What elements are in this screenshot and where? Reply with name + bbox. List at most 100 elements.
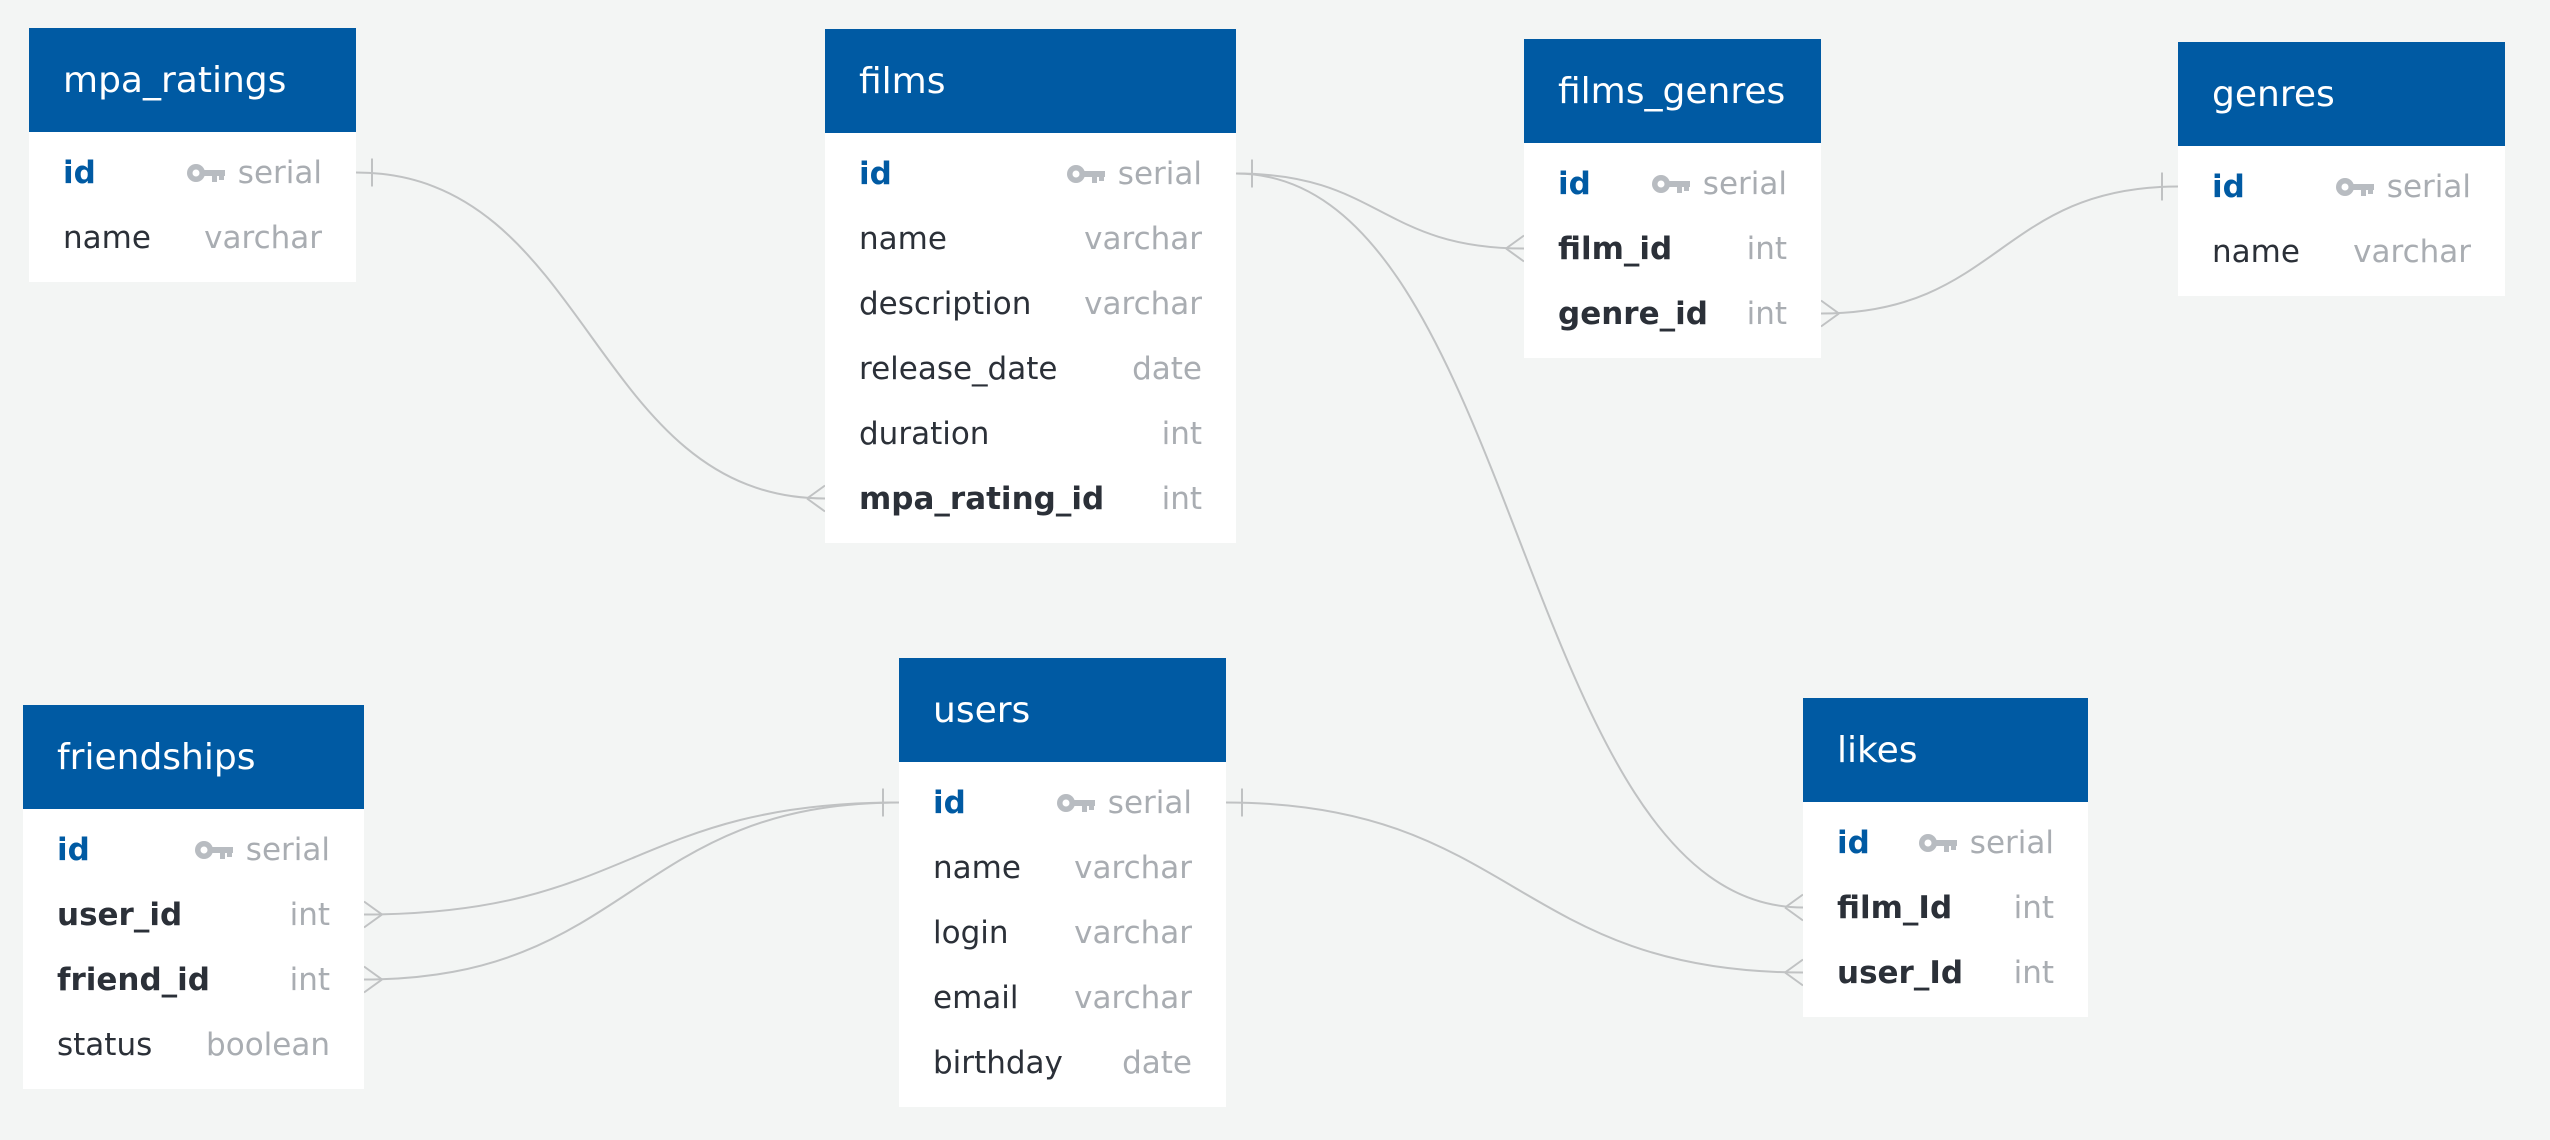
field-type: varchar	[2353, 233, 2471, 270]
field-type: int	[1746, 230, 1787, 267]
field-name: user_Id	[1837, 954, 1964, 991]
field-type: int	[289, 896, 330, 933]
field-type: serial	[1702, 165, 1787, 202]
field-row[interactable]: mpa_rating_id int	[825, 466, 1236, 531]
field-row[interactable]: name varchar	[29, 205, 356, 270]
relationship-connector	[1820, 172, 2179, 328]
field-type: serial	[237, 154, 322, 191]
field-name: id	[1558, 165, 1591, 202]
field-name: friend_id	[57, 961, 211, 998]
field-name: status	[57, 1026, 153, 1063]
field-type: varchar	[1074, 914, 1192, 951]
field-row[interactable]: login varchar	[899, 900, 1226, 965]
field-row[interactable]: user_id int	[23, 882, 364, 947]
table-users[interactable]: users id serial name varchar login varch…	[899, 658, 1226, 1107]
field-type: serial	[245, 831, 330, 868]
field-name: name	[859, 220, 947, 257]
relationship-connector	[1235, 159, 1804, 922]
table-friendships[interactable]: friendships id serial user_id int friend…	[23, 705, 364, 1089]
field-row[interactable]: film_id int	[1524, 216, 1821, 281]
table-likes[interactable]: likes id serial film_Id int user_Id int	[1803, 698, 2088, 1017]
field-name: film_Id	[1837, 889, 1953, 926]
field-row[interactable]: genre_id int	[1524, 281, 1821, 346]
field-type: date	[1122, 1044, 1192, 1081]
field-row[interactable]: release_date date	[825, 336, 1236, 401]
field-row[interactable]: name varchar	[899, 835, 1226, 900]
key-icon	[2335, 176, 2375, 198]
field-name: name	[933, 849, 1021, 886]
field-type: int	[1746, 295, 1787, 332]
field-name: description	[859, 285, 1032, 322]
field-type: date	[1132, 350, 1202, 387]
field-name: id	[57, 831, 90, 868]
field-name: id	[859, 155, 892, 192]
relationship-connector	[1235, 159, 1525, 263]
field-row[interactable]: id serial	[899, 770, 1226, 835]
field-name: genre_id	[1558, 295, 1708, 332]
table-title: users	[899, 658, 1226, 762]
field-row[interactable]: status boolean	[23, 1012, 364, 1077]
field-row[interactable]: email varchar	[899, 965, 1226, 1030]
field-name: id	[1837, 824, 1870, 861]
relationship-connector	[355, 158, 826, 513]
field-type: int	[289, 961, 330, 998]
table-films-genres[interactable]: films_genres id serial film_id int genre…	[1524, 39, 1821, 358]
field-type: varchar	[1074, 849, 1192, 886]
field-row[interactable]: id serial	[29, 140, 356, 205]
table-title: friendships	[23, 705, 364, 809]
field-row[interactable]: id serial	[23, 817, 364, 882]
field-name: duration	[859, 415, 990, 452]
field-row[interactable]: name varchar	[825, 206, 1236, 271]
field-row[interactable]: description varchar	[825, 271, 1236, 336]
table-genres[interactable]: genres id serial name varchar	[2178, 42, 2505, 296]
table-films[interactable]: films id serial name varchar description…	[825, 29, 1236, 543]
field-row[interactable]: friend_id int	[23, 947, 364, 1012]
key-icon	[1066, 163, 1106, 185]
field-row[interactable]: id serial	[2178, 154, 2505, 219]
field-row[interactable]: film_Id int	[1803, 875, 2088, 940]
field-type: int	[1161, 415, 1202, 452]
field-name: name	[63, 219, 151, 256]
field-type: varchar	[204, 219, 322, 256]
field-row[interactable]: id serial	[1803, 810, 2088, 875]
field-name: id	[933, 784, 966, 821]
field-row[interactable]: user_Id int	[1803, 940, 2088, 1005]
field-type: serial	[1107, 784, 1192, 821]
field-row[interactable]: name varchar	[2178, 219, 2505, 284]
field-type: varchar	[1074, 979, 1192, 1016]
table-title: films	[825, 29, 1236, 133]
field-type: int	[1161, 480, 1202, 517]
field-type: int	[2013, 889, 2054, 926]
field-type: int	[2013, 954, 2054, 991]
table-title: genres	[2178, 42, 2505, 146]
relationship-connector	[363, 788, 900, 994]
field-type: boolean	[206, 1026, 330, 1063]
field-name: email	[933, 979, 1019, 1016]
field-name: login	[933, 914, 1009, 951]
field-name: release_date	[859, 350, 1058, 387]
field-row[interactable]: id serial	[1524, 151, 1821, 216]
table-mpa-ratings[interactable]: mpa_ratings id serial name varchar	[29, 28, 356, 282]
field-name: name	[2212, 233, 2300, 270]
field-name: birthday	[933, 1044, 1063, 1081]
field-type: varchar	[1084, 285, 1202, 322]
field-type: varchar	[1084, 220, 1202, 257]
field-type: serial	[1969, 824, 2054, 861]
field-type: serial	[2386, 168, 2471, 205]
field-name: id	[63, 154, 96, 191]
relationship-connector	[1225, 788, 1804, 987]
table-title: mpa_ratings	[29, 28, 356, 132]
field-row[interactable]: birthday date	[899, 1030, 1226, 1095]
table-title: likes	[1803, 698, 2088, 802]
key-icon	[1651, 173, 1691, 195]
field-type: serial	[1117, 155, 1202, 192]
table-title: films_genres	[1524, 39, 1821, 143]
key-icon	[194, 839, 234, 861]
field-row[interactable]: id serial	[825, 141, 1236, 206]
field-name: user_id	[57, 896, 183, 933]
field-name: mpa_rating_id	[859, 480, 1105, 517]
key-icon	[1918, 832, 1958, 854]
field-row[interactable]: duration int	[825, 401, 1236, 466]
key-icon	[1056, 792, 1096, 814]
